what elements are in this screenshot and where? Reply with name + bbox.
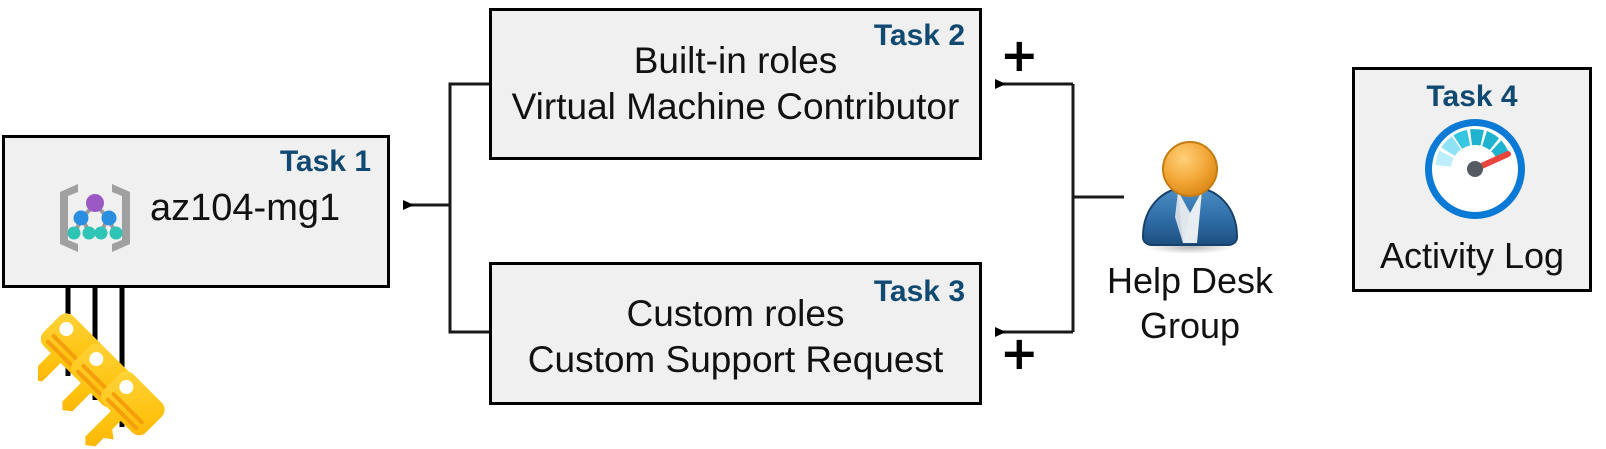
- task-box-1[interactable]: Task 1: [2, 135, 390, 288]
- task-2-line-2: Virtual Machine Contributor: [511, 86, 960, 127]
- key-icon-group: [38, 313, 165, 447]
- task-4-label: Activity Log: [1379, 235, 1565, 276]
- task-2-tag: Task 2: [873, 19, 965, 52]
- task-3-line-2: Custom Support Request: [527, 339, 944, 380]
- help-desk-group-label: Help Desk Group: [1106, 260, 1274, 346]
- management-group-icon: [60, 184, 130, 252]
- plus-icon-bottom: +: [1000, 326, 1039, 380]
- task-4-tag: Task 4: [1426, 80, 1518, 113]
- user-group-icon: [1141, 141, 1239, 254]
- task-box-2[interactable]: Task 2: [489, 8, 982, 160]
- task-3-line-1: Custom roles: [626, 293, 845, 334]
- connector-roles-to-mg: [403, 82, 489, 334]
- gauge-icon: [1425, 119, 1525, 219]
- task-1-label: az104-mg1: [150, 187, 341, 229]
- task-box-3[interactable]: Task 3: [489, 262, 982, 405]
- key-icon-3: [85, 371, 165, 447]
- task-2-line-1: Built-in roles: [633, 40, 838, 81]
- task-3-tag: Task 3: [873, 275, 965, 308]
- task-1-tag: Task 1: [279, 145, 371, 178]
- key-icon-1: [38, 313, 105, 382]
- plus-icon-top: +: [1000, 28, 1039, 82]
